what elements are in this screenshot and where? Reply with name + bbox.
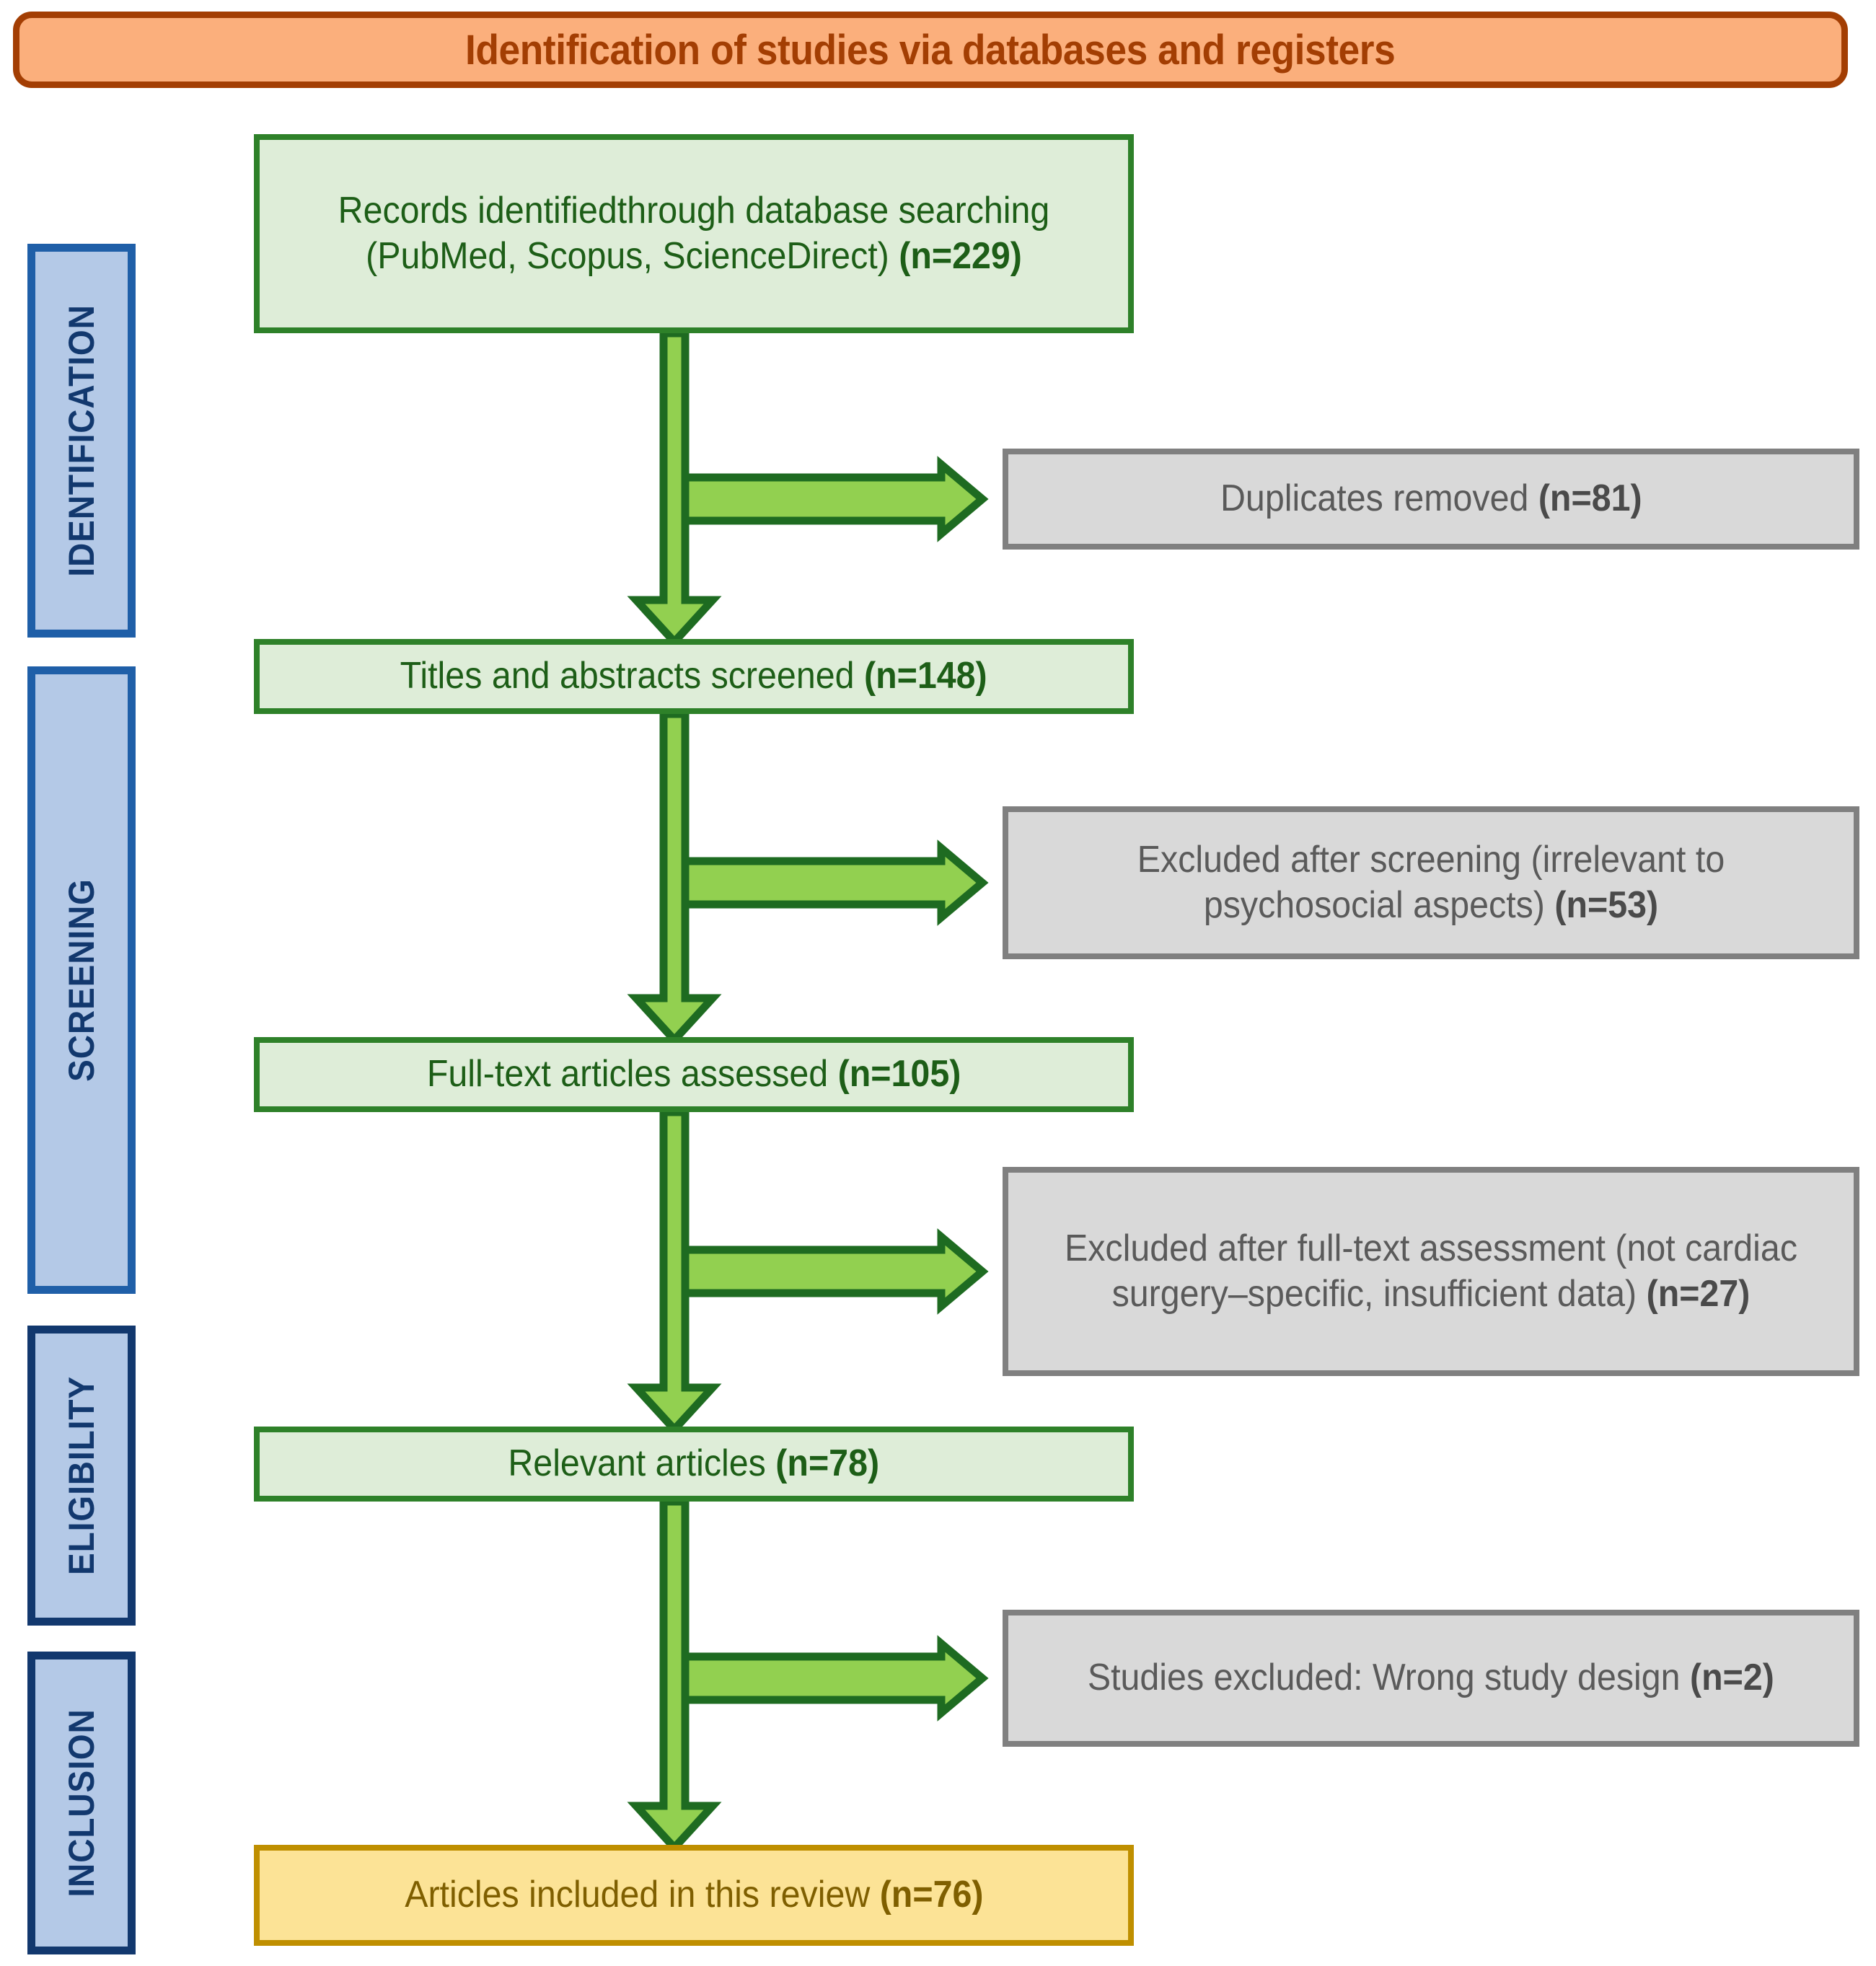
node-label: Duplicates removed — [1220, 477, 1538, 520]
node-count: (n=105) — [837, 1053, 961, 1096]
node-count: (n=76) — [879, 1874, 984, 1916]
node-text: Duplicates removed (n=81) — [1208, 476, 1654, 521]
node-text: Excluded after screening (irrelevant to … — [1038, 837, 1824, 929]
node-text: Full-text articles assessed (n=105) — [415, 1052, 973, 1097]
stage-label-screening: SCREENING — [27, 666, 136, 1294]
arrow-relevant-to-included — [627, 1497, 722, 1854]
node-label: Titles and abstracts screened — [400, 655, 865, 697]
header-title: Identification of studies via databases … — [465, 26, 1396, 74]
node-relevant-articles: Relevant articles (n=78) — [254, 1427, 1134, 1502]
node-count: (n=53) — [1554, 884, 1659, 926]
node-text: Studies excluded: Wrong study design (n=… — [1075, 1655, 1787, 1701]
stage-label-identification: IDENTIFICATION — [27, 244, 136, 638]
node-count: (n=229) — [899, 235, 1022, 277]
stage-label-text: SCREENING — [61, 878, 102, 1082]
node-text: Excluded after full-text assessment (not… — [1038, 1226, 1824, 1318]
node-label: Relevant articles — [508, 1442, 776, 1485]
stage-label-inclusion: INCLUSION — [27, 1652, 136, 1954]
node-count: (n=78) — [775, 1442, 880, 1485]
arrow-records-to-titles — [627, 329, 722, 648]
node-articles-included: Articles included in this review (n=76) — [254, 1845, 1134, 1946]
node-count: (n=27) — [1646, 1273, 1751, 1315]
stage-label-text: IDENTIFICATION — [61, 304, 102, 577]
node-excluded-after-screening: Excluded after screening (irrelevant to … — [1003, 806, 1859, 959]
node-text: Titles and abstracts screened (n=148) — [388, 653, 999, 699]
node-label: Excluded after screening (irrelevant to … — [1137, 838, 1725, 926]
node-label: Articles included in this review — [404, 1874, 880, 1916]
arrow-fulltext-to-excluded-fulltext — [681, 1228, 989, 1315]
arrow-titles-to-fulltext — [627, 710, 722, 1046]
node-count: (n=2) — [1690, 1657, 1775, 1699]
node-label: Studies excluded: Wrong study design — [1087, 1657, 1691, 1699]
stage-label-text: ELIGIBILITY — [61, 1376, 102, 1575]
node-count: (n=81) — [1538, 477, 1642, 520]
node-text: Relevant articles (n=78) — [496, 1441, 891, 1486]
node-excluded-after-fulltext: Excluded after full-text assessment (not… — [1003, 1167, 1859, 1376]
diagram-header-banner: Identification of studies via databases … — [13, 12, 1848, 88]
node-records-identified: Records identifiedthrough database searc… — [254, 134, 1134, 333]
node-fulltext-articles-assessed: Full-text articles assessed (n=105) — [254, 1037, 1134, 1112]
node-count: (n=148) — [864, 655, 988, 697]
node-label: Records identifiedthrough database searc… — [338, 189, 1050, 277]
node-text: Records identifiedthrough database searc… — [290, 188, 1098, 280]
node-label: Full-text articles assessed — [426, 1053, 838, 1096]
node-titles-abstracts-screened: Titles and abstracts screened (n=148) — [254, 639, 1134, 714]
arrow-fulltext-to-relevant — [627, 1108, 722, 1436]
arrow-titles-to-excluded-screening — [681, 839, 989, 926]
arrow-relevant-to-excluded-design — [681, 1635, 989, 1722]
arrow-records-to-duplicates — [681, 456, 989, 542]
stage-label-text: INCLUSION — [61, 1709, 102, 1897]
node-duplicates-removed: Duplicates removed (n=81) — [1003, 449, 1859, 550]
stage-label-eligibility: ELIGIBILITY — [27, 1326, 136, 1626]
node-text: Articles included in this review (n=76) — [392, 1872, 995, 1918]
node-studies-excluded-design: Studies excluded: Wrong study design (n=… — [1003, 1610, 1859, 1747]
node-label: Excluded after full-text assessment (not… — [1064, 1227, 1797, 1315]
